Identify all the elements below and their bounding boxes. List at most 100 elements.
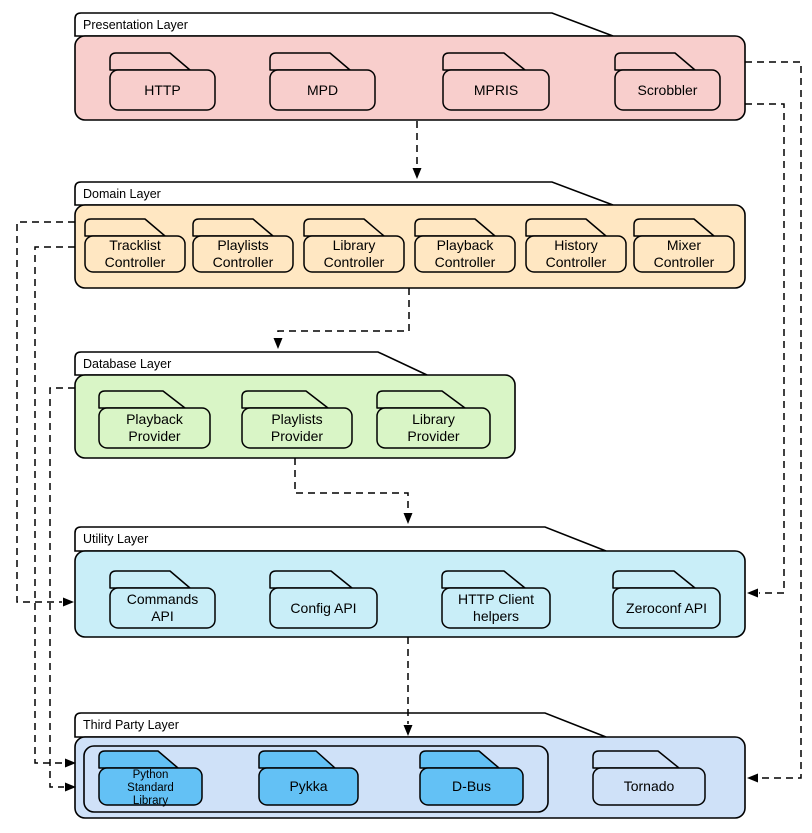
node-http-label: HTTP: [144, 81, 181, 98]
node-mpris-tab: [442, 52, 526, 71]
node-mpris-label: MPRIS: [473, 81, 519, 98]
node-library-provider-body: [376, 407, 491, 449]
edges-group: [16, 61, 802, 788]
arrowhead-database-to-utility: [403, 513, 413, 524]
node-pykka-body: [258, 767, 359, 806]
node-playback-controller-body: [414, 235, 516, 273]
node-dbus-body: [419, 767, 524, 806]
node-tracklist-controller: [84, 218, 186, 273]
node-playlists-controller: [192, 218, 294, 273]
node-scrobbler-body: [614, 69, 721, 111]
edge-domain-to-thirdparty: [34, 246, 75, 764]
node-scrobbler-label: Scrobbler: [637, 81, 698, 98]
layer-utility-package: [74, 526, 746, 638]
node-zeroconf-api-label: Zeroconf API: [626, 599, 707, 616]
node-commands-api: [109, 570, 216, 629]
node-history-controller-label: History Controller: [545, 237, 607, 270]
arrowhead-utility-to-thirdparty: [403, 725, 413, 736]
node-history-controller: [525, 218, 627, 273]
node-history-controller-body: [525, 235, 627, 273]
node-tracklist-controller-tab: [84, 218, 166, 237]
node-tornado-body: [592, 767, 706, 806]
node-mpris-body: [442, 69, 550, 111]
edge-database-to-utility: [294, 458, 409, 512]
node-zeroconf-api: [612, 570, 721, 629]
node-python-standard-library: [98, 750, 203, 806]
node-library-controller-body: [303, 235, 405, 273]
layer-database-tab: [74, 351, 428, 376]
arrowhead-presentation-to-thirdparty: [747, 773, 758, 783]
node-mixer-controller-body: [633, 235, 735, 273]
node-pykka: [258, 750, 359, 806]
node-mixer-controller: [633, 218, 735, 273]
node-playback-controller-label: Playback Controller: [434, 237, 496, 270]
arrowhead-presentation-to-domain: [412, 168, 422, 179]
node-pykka-label: Pykka: [289, 778, 328, 795]
node-mpd-label: MPD: [306, 81, 339, 98]
node-tornado-tab: [592, 750, 680, 769]
node-dbus-tab: [419, 750, 500, 769]
node-scrobbler: [614, 52, 721, 111]
node-playlists-controller-tab: [192, 218, 274, 237]
node-config-api-label: Config API: [290, 599, 357, 616]
node-history-controller-tab: [525, 218, 607, 237]
node-http-client-helpers-tab: [441, 570, 526, 589]
node-playlists-controller-body: [192, 235, 294, 273]
node-playlists-provider: [241, 390, 353, 449]
arrowhead-domain-to-database: [273, 338, 283, 349]
node-http-tab: [109, 52, 191, 71]
node-http-client-helpers-body: [441, 587, 551, 629]
node-commands-api-tab: [109, 570, 191, 589]
node-zeroconf-api-body: [612, 587, 721, 629]
node-playback-controller: [414, 218, 516, 273]
node-zeroconf-api-tab: [612, 570, 696, 589]
node-python-standard-library-body: [98, 767, 203, 806]
node-library-provider-tab: [376, 390, 466, 409]
node-commands-api-label: Commands API: [126, 591, 199, 624]
layer-presentation-body: [74, 35, 746, 121]
node-mpd-tab: [269, 52, 351, 71]
node-playback-provider-tab: [98, 390, 186, 409]
node-pykka-tab: [258, 750, 336, 769]
layer-thirdparty-tab: [74, 712, 607, 738]
node-python-standard-library-tab: [98, 750, 179, 769]
node-library-controller-label: Library Controller: [323, 237, 385, 270]
layer-presentation-tab: [74, 12, 614, 37]
node-library-provider: [376, 390, 491, 449]
arrowhead-domain-to-utility: [63, 597, 74, 607]
node-playlists-provider-label: Playlists Provider: [270, 411, 324, 444]
node-http-body: [109, 69, 216, 111]
layer-presentation-package: [74, 12, 746, 121]
arrowhead-domain-to-thirdparty: [65, 758, 76, 768]
node-library-controller-tab: [303, 218, 385, 237]
node-http: [109, 52, 216, 111]
node-playback-controller-tab: [414, 218, 496, 237]
node-playback-provider-label: Playback Provider: [126, 411, 183, 444]
node-config-api: [269, 570, 378, 629]
arrowhead-presentation-to-utility: [747, 588, 758, 598]
layer-database-label: Database Layer: [83, 357, 172, 371]
node-tornado-label: Tornado: [623, 778, 675, 795]
node-tracklist-controller-label: Tracklist Controller: [104, 237, 166, 270]
node-tornado: [592, 750, 706, 806]
edge-database-to-thirdparty: [49, 387, 75, 788]
node-mixer-controller-label: Mixer Controller: [653, 237, 715, 270]
node-http-client-helpers: [441, 570, 551, 629]
node-library-controller: [303, 218, 405, 273]
node-dbus: [419, 750, 524, 806]
nodes-group: [84, 52, 735, 806]
node-playlists-provider-tab: [241, 390, 329, 409]
edge-presentation-to-utility: [745, 103, 785, 594]
node-mpd-body: [269, 69, 376, 111]
arrowhead-database-to-thirdparty: [65, 782, 76, 792]
node-playlists-controller-label: Playlists Controller: [212, 237, 274, 270]
edge-presentation-to-thirdparty: [745, 61, 802, 779]
layer-thirdparty-label: Third Party Layer: [83, 718, 179, 732]
edge-domain-to-utility: [16, 221, 75, 603]
layer-utility-label: Utility Layer: [83, 532, 149, 546]
node-commands-api-body: [109, 587, 216, 629]
node-http-client-helpers-label: HTTP Client helpers: [458, 591, 534, 624]
node-mixer-controller-tab: [633, 218, 715, 237]
layer-utility-body: [74, 550, 746, 638]
